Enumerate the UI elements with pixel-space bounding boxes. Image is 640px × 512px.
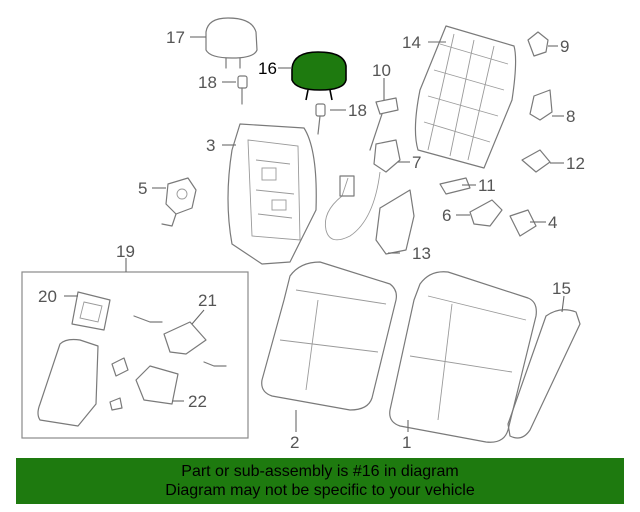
cup-holder-part-20[interactable] [71,291,111,331]
clip-part[interactable] [109,357,129,411]
callout-labels: 17 16 18 18 3 5 10 7 14 9 8 12 11 6 4 13… [38,28,585,452]
callout-1: 1 [402,433,411,452]
seat-cushion-part-1[interactable] [389,271,537,443]
bolt-part[interactable] [133,315,227,367]
callout-17: 17 [166,28,185,47]
bracket-part-21[interactable] [163,321,207,355]
latch-part-7[interactable] [324,139,401,241]
banner-line-1: Part or sub-assembly is #16 in diagram [181,463,459,480]
callout-19: 19 [116,242,135,261]
callout-11: 11 [478,176,496,195]
callout-18-right: 18 [348,101,367,120]
info-banner: Part or sub-assembly is #16 in diagram D… [16,458,624,504]
armrest-part-inset[interactable] [37,338,99,427]
hinge-part-6[interactable] [469,199,503,227]
side-trim-part-15[interactable] [507,309,581,439]
callout-8: 8 [566,107,575,126]
leader-lines [64,36,565,432]
banner-line-2: Diagram may not be specific to your vehi… [165,482,475,499]
callout-16: 16 [258,59,277,78]
plate-part-11[interactable] [439,177,471,195]
callout-21: 21 [198,291,217,310]
bracket-part-12[interactable] [521,149,551,173]
callout-6: 6 [442,206,451,225]
seatback-panel-part-14[interactable] [414,25,517,169]
callout-10: 10 [372,61,391,80]
callout-22: 22 [188,392,207,411]
callout-4: 4 [548,213,557,232]
bracket-part-22[interactable] [135,365,179,405]
callout-20: 20 [38,287,57,306]
callout-7: 7 [412,153,421,172]
cover-part-13[interactable] [375,189,415,255]
bracket-part-5[interactable] [161,177,197,227]
clip-part-9[interactable] [527,31,549,57]
callout-12: 12 [566,154,585,173]
callout-3: 3 [206,136,215,155]
headrest-guide-part-18-left[interactable] [237,75,248,105]
callout-18-left: 18 [198,73,217,92]
callout-14: 14 [402,33,421,52]
release-cable-part-10[interactable] [369,97,399,151]
headrest-guide-part-18-right[interactable] [315,103,326,135]
callout-9: 9 [560,37,569,56]
hinge-part-4[interactable] [509,209,537,237]
callout-13: 13 [412,244,431,263]
armrest-group-box-19 [21,271,249,439]
headrest-part-16-highlighted[interactable] [291,51,347,101]
headrest-part-17[interactable] [205,17,258,69]
seatback-frame-part-3[interactable] [227,123,317,265]
callout-2: 2 [290,433,299,452]
seat-cushion-part-2[interactable] [261,261,397,411]
bracket-part-8[interactable] [529,89,553,121]
callout-5: 5 [138,179,147,198]
callout-15: 15 [552,279,571,298]
